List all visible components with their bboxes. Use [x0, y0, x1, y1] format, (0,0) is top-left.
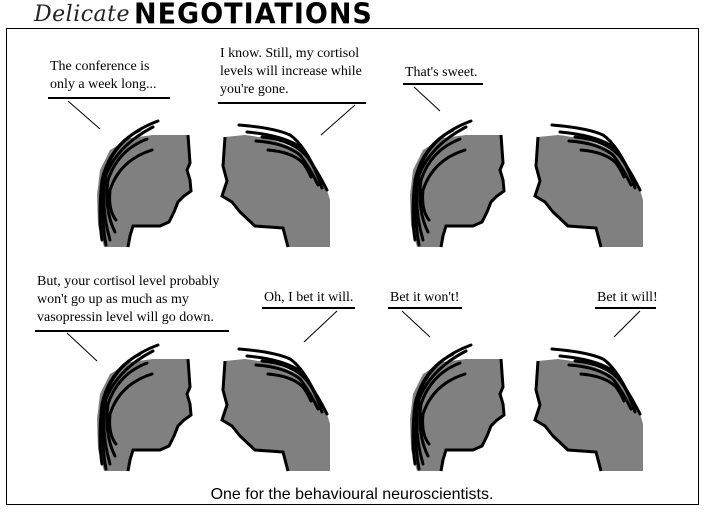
man-head [220, 347, 332, 473]
man-head [533, 347, 645, 473]
speech-text: But, your cortisol level probably won't … [37, 273, 219, 327]
comic-panel-frame [6, 28, 699, 505]
speech-line: But, your cortisol level probably [37, 274, 220, 289]
man-head [533, 123, 645, 249]
panel-3-characters [95, 343, 332, 473]
panel-4-characters [408, 343, 645, 473]
speech-line: only a week long... [50, 77, 157, 92]
man-head [220, 123, 332, 249]
speech-line: I know. Still, my cortisol [220, 46, 360, 61]
panel-1-characters [95, 119, 332, 249]
comic-caption: One for the behavioural neuroscientists. [210, 486, 494, 503]
speech-line: won't go up as much as my [37, 292, 189, 307]
title-script: Delicate [34, 2, 131, 27]
panel-2-characters [408, 119, 645, 249]
speech-text: Oh, I bet it will. [264, 289, 353, 307]
speech-text: I know. Still, my cortisol levels will i… [220, 45, 362, 99]
woman-head [95, 119, 193, 249]
speech-line: Oh, I bet it will. [264, 290, 354, 305]
speech-text: Bet it will! [597, 289, 658, 307]
speech-line: vasopressin level will go down. [37, 310, 214, 325]
speech-underlines [35, 83, 656, 332]
speech-text: Bet it won't! [390, 289, 459, 307]
speech-text: The conference is only a week long... [50, 58, 157, 94]
speech-text: That's sweet. [405, 64, 478, 82]
speech-line: The conference is [50, 59, 150, 74]
speech-line: you're gone. [220, 82, 289, 97]
woman-head [408, 119, 506, 249]
woman-head [408, 343, 506, 473]
title-main: NEGOTIATIONS [134, 0, 373, 31]
speech-line: Bet it won't! [390, 290, 460, 305]
speech-line: levels will increase while [220, 64, 362, 79]
speech-pointers [66, 86, 641, 362]
speech-line: That's sweet. [405, 65, 478, 80]
woman-head [95, 343, 193, 473]
speech-line: Bet it will! [597, 290, 658, 305]
